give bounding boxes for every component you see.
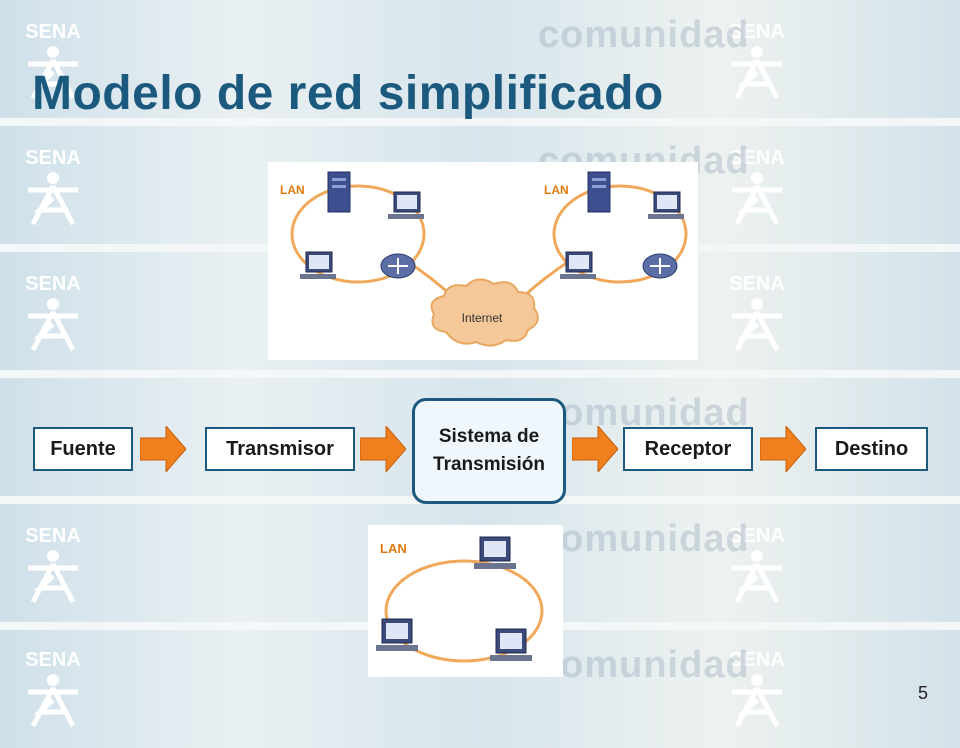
lan-label: LAN [380, 541, 407, 556]
computer-icon [474, 536, 516, 569]
svg-text:SENA: SENA [25, 147, 81, 169]
arrow-right-icon [760, 426, 806, 472]
svg-text:SENA: SENA [729, 21, 785, 43]
computer-icon [560, 251, 596, 279]
sena-logo-icon: SENA [729, 147, 785, 226]
watermark-text: comunidad [538, 644, 750, 686]
destino-label: Destino [834, 437, 909, 460]
router-icon [642, 253, 678, 279]
svg-text:SENA: SENA [25, 525, 81, 547]
sena-logo-icon: SENA [25, 147, 81, 226]
computer-icon [490, 628, 532, 661]
lan-network-diagram: LAN [368, 525, 563, 677]
sena-logo-icon: SENA [25, 525, 81, 604]
arrow-right-icon [572, 426, 618, 472]
receptor-label: Receptor [644, 437, 732, 460]
svg-text:SENA: SENA [729, 525, 785, 547]
sistema-label-line2: Transmisión [433, 454, 545, 475]
internet-cloud-label: Internet [462, 311, 503, 325]
arrow-right-icon [360, 426, 406, 472]
computer-icon [376, 618, 418, 651]
svg-text:SENA: SENA [729, 147, 785, 169]
lan-ring [384, 559, 544, 663]
sena-logo-icon: SENA [25, 273, 81, 352]
arrow-right-icon [140, 426, 186, 472]
receptor-box: Receptor [623, 427, 753, 471]
sena-logo-icon: SENA [25, 649, 81, 728]
page-title: Modelo de red simplificado [32, 67, 664, 120]
server-icon [327, 171, 351, 213]
svg-text:SENA: SENA [25, 649, 81, 671]
sistema-label-line1: Sistema de [438, 426, 540, 447]
internet-cloud-icon: Internet [430, 278, 539, 347]
right-lan-ring [552, 184, 688, 284]
sena-logo-icon: SENA [25, 21, 81, 100]
left-lan-ring [290, 184, 426, 284]
sena-logo-icon: SENA [729, 273, 785, 352]
computer-icon [300, 251, 336, 279]
transmisor-label: Transmisor [226, 437, 334, 460]
svg-text:SENA: SENA [729, 273, 785, 295]
sena-logo-icon: SENA [729, 649, 785, 728]
svg-text:SENA: SENA [25, 273, 81, 295]
watermark-text: comunidad [538, 14, 750, 56]
destino-box: Destino [815, 427, 928, 471]
page-number: 5 [917, 683, 928, 703]
server-icon [587, 171, 611, 213]
sena-logo-icon: SENA [729, 525, 785, 604]
internet-network-diagram: LAN LAN [268, 162, 698, 360]
svg-text:SENA: SENA [729, 649, 785, 671]
transmisor-box: Transmisor [205, 427, 355, 471]
watermark-text: comunidad [538, 518, 750, 560]
right-lan-label: LAN [544, 183, 569, 197]
computer-icon [388, 191, 424, 219]
fuente-box: Fuente [33, 427, 133, 471]
sena-logo-icon: SENA [729, 21, 785, 100]
left-lan-label: LAN [280, 183, 305, 197]
sistema-de-transmision-box: Sistema de Transmisión [412, 398, 566, 504]
fuente-label: Fuente [50, 437, 116, 460]
router-icon [380, 253, 416, 279]
computer-icon [648, 191, 684, 219]
svg-text:SENA: SENA [25, 21, 81, 43]
